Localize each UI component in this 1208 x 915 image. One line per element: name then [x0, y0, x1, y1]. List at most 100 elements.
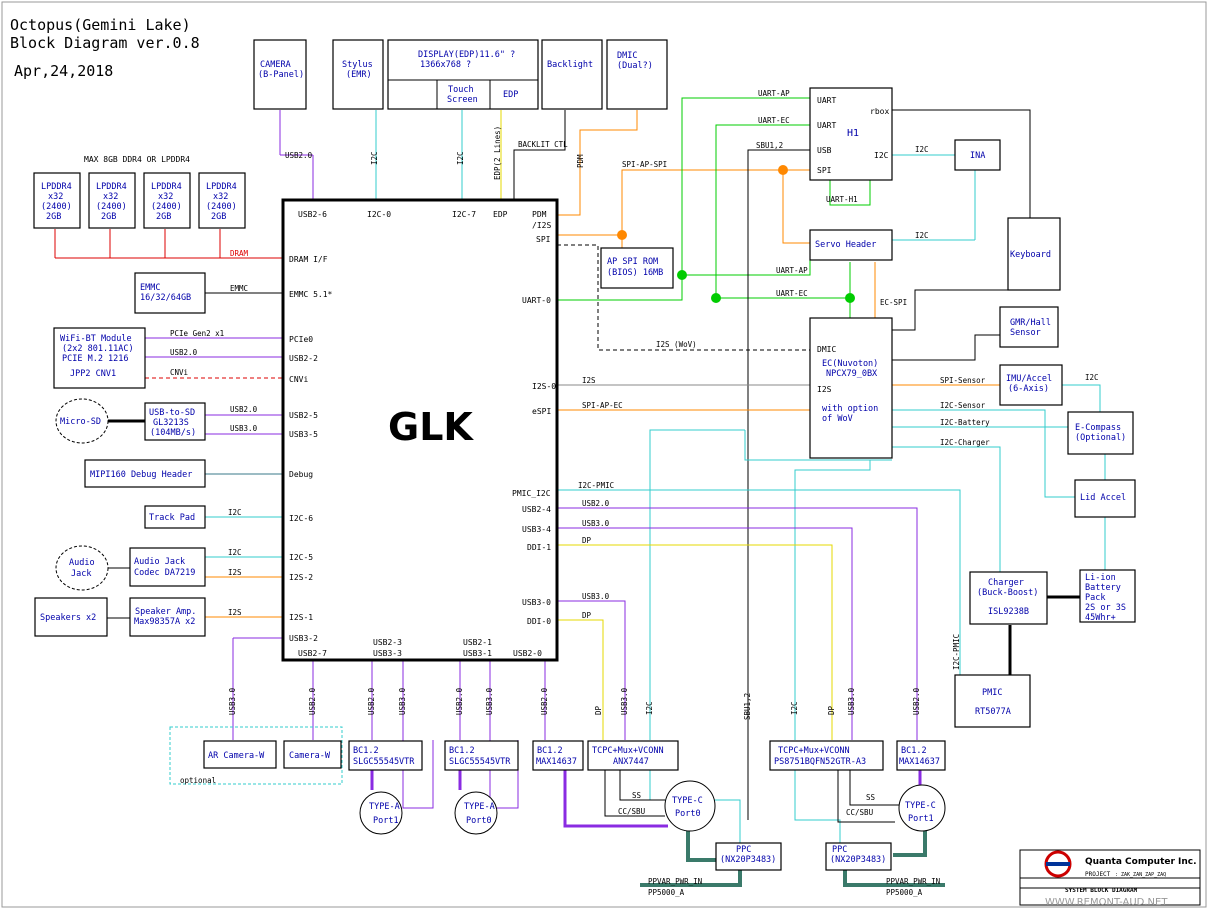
svg-text:I2C-0: I2C-0 — [367, 210, 391, 219]
ppc-2 — [825, 842, 892, 871]
audio-codec-block — [129, 547, 206, 587]
svg-text:EC-SPI: EC-SPI — [880, 298, 907, 307]
svg-text:UART-AP: UART-AP — [776, 266, 808, 275]
svg-text:WiFi-BT Module: WiFi-BT Module — [60, 334, 132, 344]
svg-text:USB-to-SD: USB-to-SD — [149, 408, 195, 418]
svg-text:I2C-Sensor: I2C-Sensor — [940, 401, 986, 410]
optional-camera-group — [169, 726, 343, 785]
svg-text:CNVi: CNVi — [170, 368, 188, 377]
svg-text:rbox: rbox — [870, 107, 889, 116]
svg-text:Servo Header: Servo Header — [815, 240, 876, 250]
svg-text:x32: x32 — [158, 192, 173, 202]
svg-text:GL3213S: GL3213S — [153, 418, 189, 428]
edp-label: EDP — [503, 90, 518, 100]
svg-text:TCPC+Mux+VCONN: TCPC+Mux+VCONN — [778, 746, 850, 756]
svg-text:I2S (WoV): I2S (WoV) — [656, 340, 697, 349]
svg-text:USB3.0: USB3.0 — [847, 687, 856, 715]
h1-chip — [809, 87, 893, 181]
svg-text:(B-Panel): (B-Panel) — [258, 70, 304, 80]
svg-text:MIPI160 Debug Header: MIPI160 Debug Header — [90, 470, 192, 480]
svg-text:2GB: 2GB — [101, 212, 116, 222]
svg-text:(2400): (2400) — [206, 202, 237, 212]
svg-text:CNVi: CNVi — [289, 375, 308, 384]
microsd-slot — [55, 398, 109, 444]
lpddr4-chip-4: LPDDR4 x32 (2400) 2GB — [198, 172, 246, 229]
svg-text:EMMC 5.1*: EMMC 5.1* — [289, 290, 333, 299]
svg-text:Speaker Amp.: Speaker Amp. — [135, 607, 196, 617]
svg-text:UART-EC: UART-EC — [758, 116, 790, 125]
ss-cc-links — [604, 770, 900, 823]
svg-text:I2S-1: I2S-1 — [289, 613, 313, 622]
battery-pack — [1079, 569, 1136, 623]
svg-text:2GB: 2GB — [156, 212, 171, 222]
svg-text:SS: SS — [866, 793, 876, 802]
display-block — [387, 39, 539, 110]
header-line1: Octopus(Gemini Lake) — [10, 16, 191, 34]
svg-text:(2400): (2400) — [96, 202, 127, 212]
bc12-max-2 — [896, 740, 946, 771]
right-bus-labels: UART-AP UART-EC SBU1,2 SPI-AP-SPI I2C UA… — [578, 89, 1099, 670]
svg-text:: ZAK_ZAN_ZAP_ZAQ: : ZAK_ZAN_ZAP_ZAQ — [1115, 872, 1166, 878]
pmic-block — [954, 674, 1031, 728]
svg-text:USB3-4: USB3-4 — [522, 525, 551, 534]
svg-text:(NX20P3483): (NX20P3483) — [720, 855, 776, 865]
svg-text:(Buck-Boost): (Buck-Boost) — [977, 588, 1038, 598]
svg-text:I2C: I2C — [790, 701, 799, 715]
svg-text:SS: SS — [632, 791, 642, 800]
svg-text:Audio Jack: Audio Jack — [134, 557, 185, 567]
svg-text:AP SPI ROM: AP SPI ROM — [607, 257, 658, 267]
svg-text:I2S: I2S — [228, 568, 242, 577]
svg-text:DMIC: DMIC — [817, 345, 836, 354]
backlight-block — [541, 39, 603, 110]
svg-text:SYSTEM BLOCK DIAGRAM: SYSTEM BLOCK DIAGRAM — [1065, 887, 1138, 894]
lpddr4-chip-3: LPDDR4 x32 (2400) 2GB — [143, 172, 191, 229]
svg-text:USB3.0: USB3.0 — [582, 592, 610, 601]
lid-accel — [1074, 479, 1136, 518]
black-right-links — [892, 109, 1080, 675]
dmic-block — [606, 39, 668, 110]
header-line2: Block Diagram ver.0.8 — [10, 34, 200, 52]
svg-text:Port1: Port1 — [908, 814, 934, 824]
svg-text:(2400): (2400) — [41, 202, 72, 212]
svg-text:(2400): (2400) — [151, 202, 182, 212]
glk-top-ports: USB2-6 I2C-0 I2C-7 EDP PDM /I2S SPI — [298, 210, 551, 244]
lpddr4-chip-2: LPDDR4 x32 (2400) 2GB — [88, 172, 136, 229]
svg-text:Backlight: Backlight — [547, 60, 593, 70]
svg-text:USB2-5: USB2-5 — [289, 411, 318, 420]
svg-text:CC/SBU: CC/SBU — [618, 807, 645, 816]
title-block: Quanta Computer Inc. PROJECT : ZAK_ZAN_Z… — [1019, 849, 1201, 908]
power-buses — [640, 830, 945, 887]
wifi-bt-block — [53, 327, 146, 389]
stylus-block — [332, 39, 384, 110]
svg-text:USB2-7: USB2-7 — [298, 649, 327, 658]
svg-text:LPDDR4: LPDDR4 — [206, 182, 237, 192]
svg-text:TYPE-A: TYPE-A — [369, 802, 400, 812]
touch-screen: Touch — [448, 85, 474, 95]
svg-text:PPC: PPC — [736, 845, 751, 855]
svg-text:PPC: PPC — [832, 845, 847, 855]
svg-text:LPDDR4: LPDDR4 — [96, 182, 127, 192]
svg-text:H1: H1 — [847, 128, 859, 139]
svg-text:SPI-Sensor: SPI-Sensor — [940, 376, 986, 385]
svg-text:USB3-1: USB3-1 — [463, 649, 492, 658]
top-bus-labels: USB2.0 I2C I2C EDP(2 Lines) BACKLIT CTL … — [285, 126, 585, 180]
svg-text:45Whr+: 45Whr+ — [1085, 613, 1116, 623]
svg-text:I2C: I2C — [228, 548, 242, 557]
svg-text:USB2.0: USB2.0 — [455, 687, 464, 715]
svg-text:2GB: 2GB — [211, 212, 226, 222]
svg-text:I2C: I2C — [874, 151, 889, 160]
svg-text:USB2-0: USB2-0 — [513, 649, 542, 658]
svg-text:Max98357A x2: Max98357A x2 — [134, 617, 195, 627]
glk-label: GLK — [388, 405, 474, 449]
svg-text:PCIE M.2 1216: PCIE M.2 1216 — [62, 354, 129, 364]
svg-text:(6-Axis): (6-Axis) — [1008, 384, 1049, 394]
svg-text:2S or 3S: 2S or 3S — [1085, 603, 1126, 613]
left-bus-labels: EMMC PCIe Gen2 x1 USB2.0 CNVi USB2.0 USB… — [170, 284, 258, 617]
svg-text:CC/SBU: CC/SBU — [846, 808, 873, 817]
svg-text:JPP2 CNV1: JPP2 CNV1 — [70, 369, 116, 379]
type-a-port1 — [359, 791, 403, 835]
emmc-block — [134, 272, 206, 314]
svg-text:Keyboard: Keyboard — [1010, 250, 1051, 260]
